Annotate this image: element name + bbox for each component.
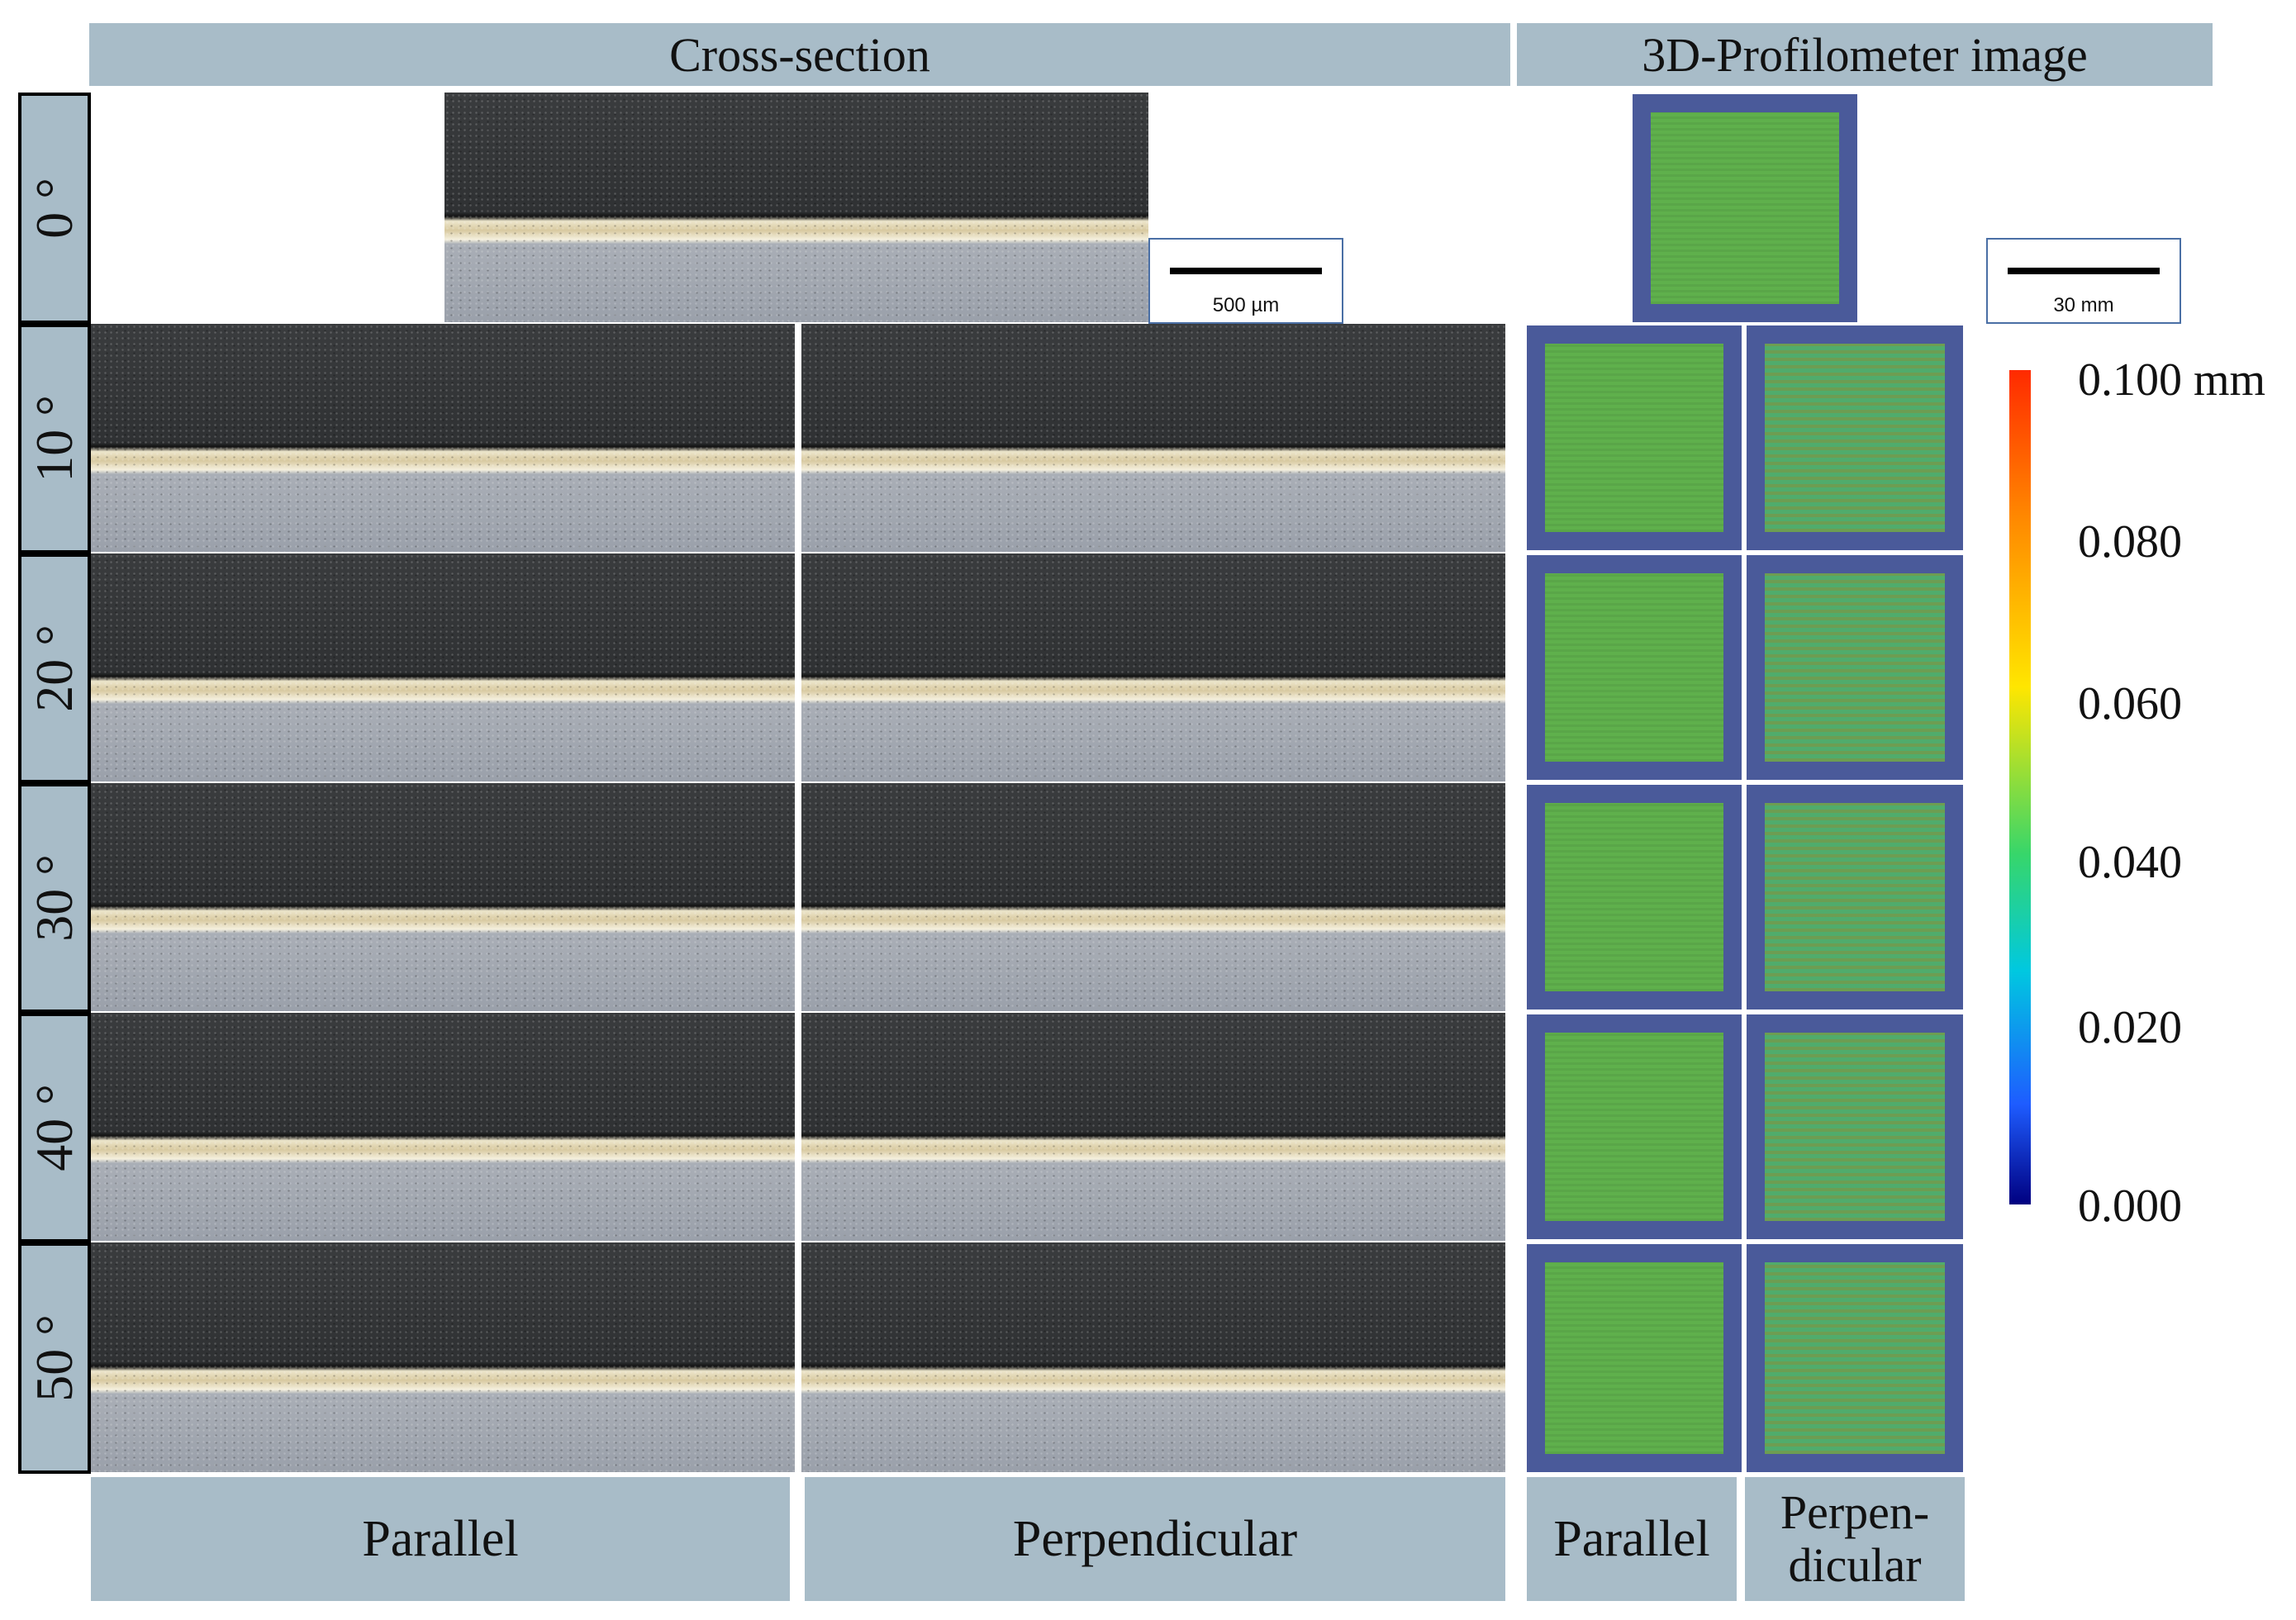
angle-text-0: 0 °	[25, 178, 83, 239]
angle-label-10: 10 °	[18, 324, 91, 553]
cs-perpendicular-label: Perpendicular	[1012, 1510, 1298, 1567]
cross-section-scale-bar: 500 µm	[1148, 238, 1343, 324]
micrograph-50-parallel	[91, 1242, 795, 1472]
cs-parallel-label-box: Parallel	[91, 1477, 790, 1601]
profile-0	[1633, 94, 1857, 322]
profile-40-perpendicular	[1747, 1014, 1963, 1239]
angle-text-20: 20 °	[25, 625, 83, 712]
scale-bar-line	[1170, 268, 1322, 274]
micrograph-30-perpendicular	[801, 783, 1505, 1011]
colorbar-tick-020: 0.020	[2078, 1002, 2182, 1053]
profile-10-perpendicular	[1747, 325, 1963, 550]
profile-30-perpendicular	[1747, 785, 1963, 1010]
micrograph-20-parallel	[91, 553, 795, 781]
micrograph-10-parallel	[91, 324, 795, 552]
cross-section-header-label: Cross-section	[669, 27, 930, 82]
angle-text-50: 50 °	[25, 1314, 83, 1402]
micrograph-30-parallel	[91, 783, 795, 1011]
profile-30-parallel	[1527, 785, 1742, 1010]
angle-text-10: 10 °	[25, 395, 83, 482]
cross-section-header: Cross-section	[89, 23, 1510, 86]
pf-parallel-label-box: Parallel	[1527, 1477, 1737, 1601]
colorbar-tick-000: 0.000	[2078, 1181, 2182, 1232]
pf-perpendicular-label-line1: Perpen-	[1780, 1485, 1930, 1539]
micrograph-50-perpendicular	[801, 1242, 1505, 1472]
angle-text-40: 40 °	[25, 1084, 83, 1171]
micrograph-40-perpendicular	[801, 1013, 1505, 1241]
colorbar-tick-100: 0.100 mm	[2078, 354, 2266, 406]
profilometer-header: 3D-Profilometer image	[1517, 23, 2213, 86]
scale-bar-line	[2008, 268, 2160, 274]
micrograph-20-perpendicular	[801, 553, 1505, 781]
pf-parallel-label: Parallel	[1553, 1510, 1710, 1567]
angle-label-0: 0 °	[18, 93, 91, 324]
profile-20-perpendicular	[1747, 555, 1963, 780]
profilometer-scale-bar: 30 mm	[1986, 238, 2181, 324]
angle-label-30: 30 °	[18, 783, 91, 1013]
colorbar-tick-040: 0.040	[2078, 837, 2182, 888]
angle-text-30: 30 °	[25, 854, 83, 942]
micrograph-40-parallel	[91, 1013, 795, 1241]
profile-20-parallel	[1527, 555, 1742, 780]
scale-bar-label: 30 mm	[2053, 294, 2114, 316]
scale-bar-label: 500 µm	[1212, 294, 1280, 316]
cs-parallel-label: Parallel	[362, 1510, 519, 1567]
profile-50-perpendicular	[1747, 1244, 1963, 1472]
profile-10-parallel	[1527, 325, 1742, 550]
colorbar-tick-080: 0.080	[2078, 516, 2182, 568]
colorbar	[2009, 370, 2031, 1204]
angle-label-40: 40 °	[18, 1013, 91, 1242]
micrograph-0	[444, 93, 1148, 322]
profile-50-parallel	[1527, 1244, 1742, 1472]
micrograph-10-perpendicular	[801, 324, 1505, 552]
cs-perpendicular-label-box: Perpendicular	[805, 1477, 1505, 1601]
profile-40-parallel	[1527, 1014, 1742, 1239]
colorbar-tick-060: 0.060	[2078, 678, 2182, 729]
pf-perpendicular-label-line2: dicular	[1788, 1538, 1922, 1592]
profilometer-header-label: 3D-Profilometer image	[1642, 27, 2088, 82]
pf-perpendicular-label-box: Perpen- dicular	[1745, 1477, 1965, 1601]
angle-label-50: 50 °	[18, 1242, 91, 1474]
angle-label-20: 20 °	[18, 553, 91, 783]
